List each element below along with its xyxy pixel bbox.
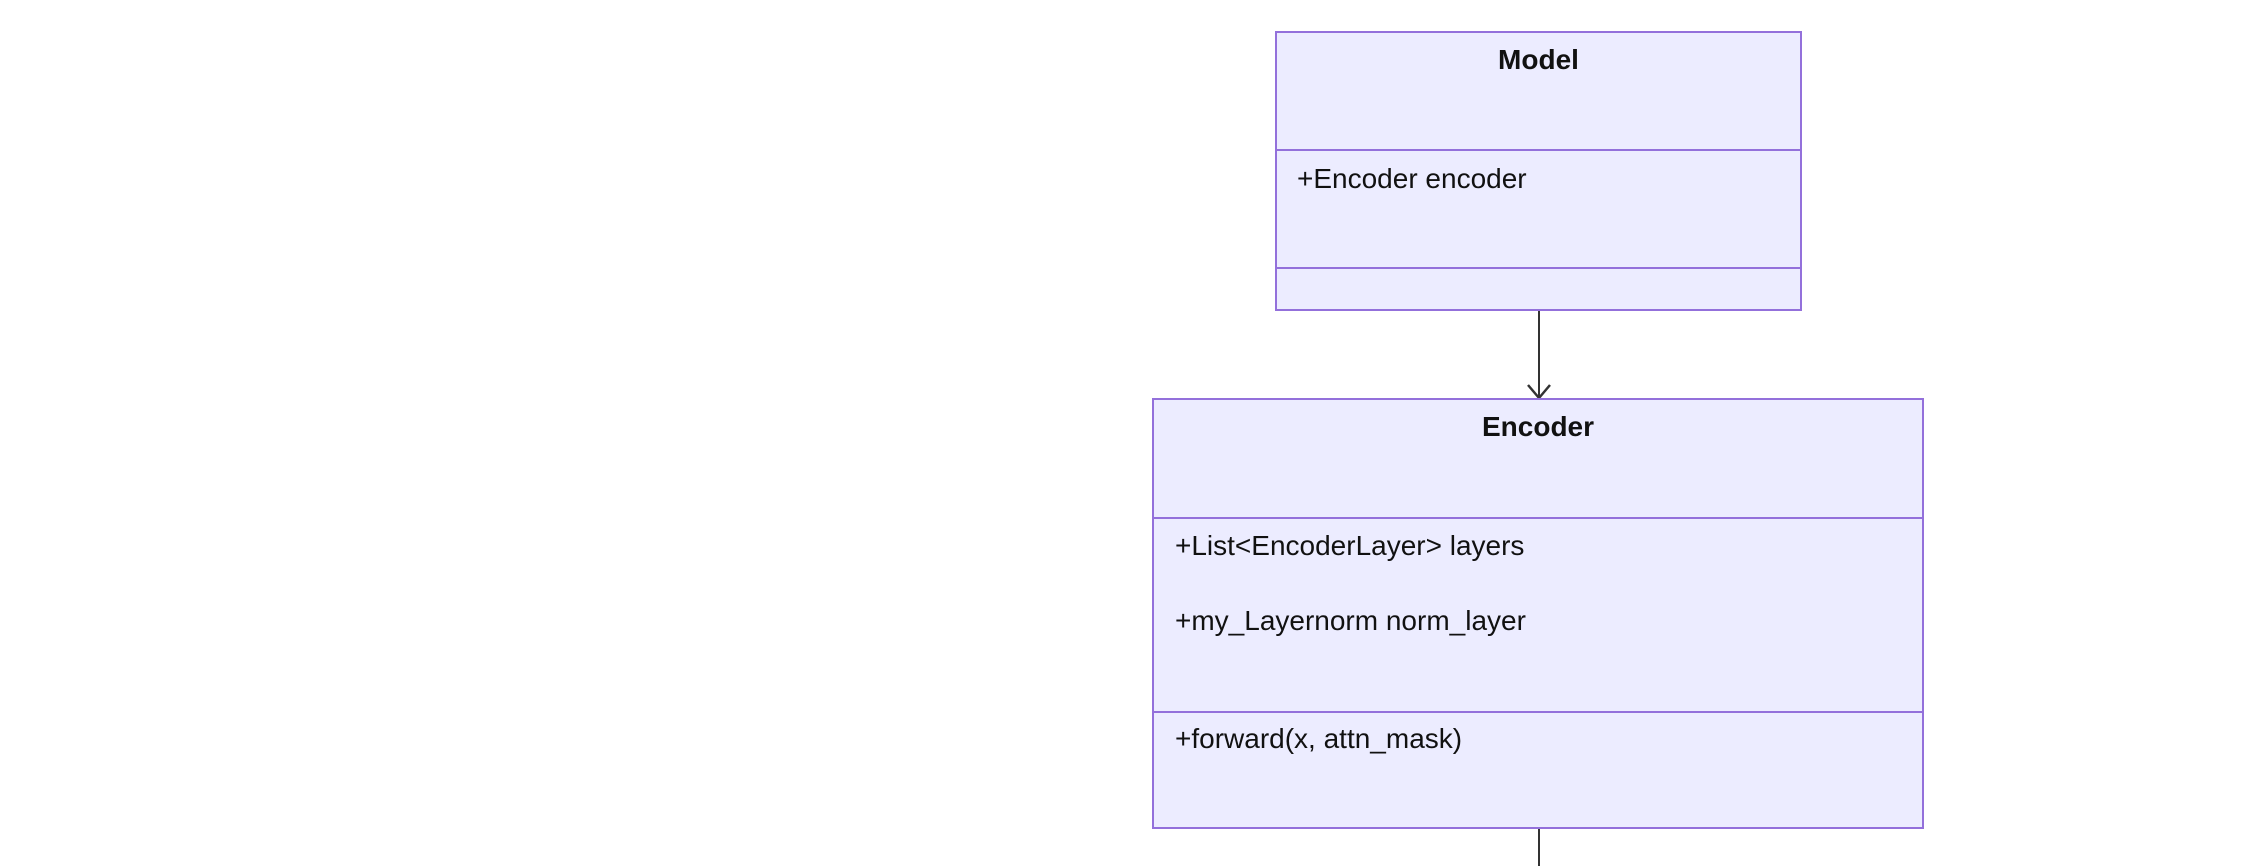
class-encoder-method-forward: +forward(x, attn_mask) (1175, 723, 1463, 754)
class-encoder-name: Encoder (1481, 411, 1595, 442)
class-encoder-attribute-layers: +List<EncoderLayer> layers (1175, 530, 1525, 561)
class-encoder[interactable]: Encoder +List<EncoderLayer> layers +my_L… (1152, 398, 1924, 829)
class-model-attribute: +Encoder encoder (1297, 163, 1527, 194)
class-encoder-attribute-norm-layer: +my_Layernorm norm_layer (1175, 605, 1526, 636)
class-model-divider-attributes (1277, 149, 1800, 151)
arrowhead-icon (1527, 384, 1551, 400)
class-model-divider-methods (1277, 267, 1800, 269)
class-model[interactable]: Model +Encoder encoder (1275, 31, 1802, 311)
class-model-name: Model (1498, 44, 1579, 75)
class-encoder-divider-attributes (1154, 517, 1922, 519)
class-encoder-divider-methods (1154, 711, 1922, 713)
